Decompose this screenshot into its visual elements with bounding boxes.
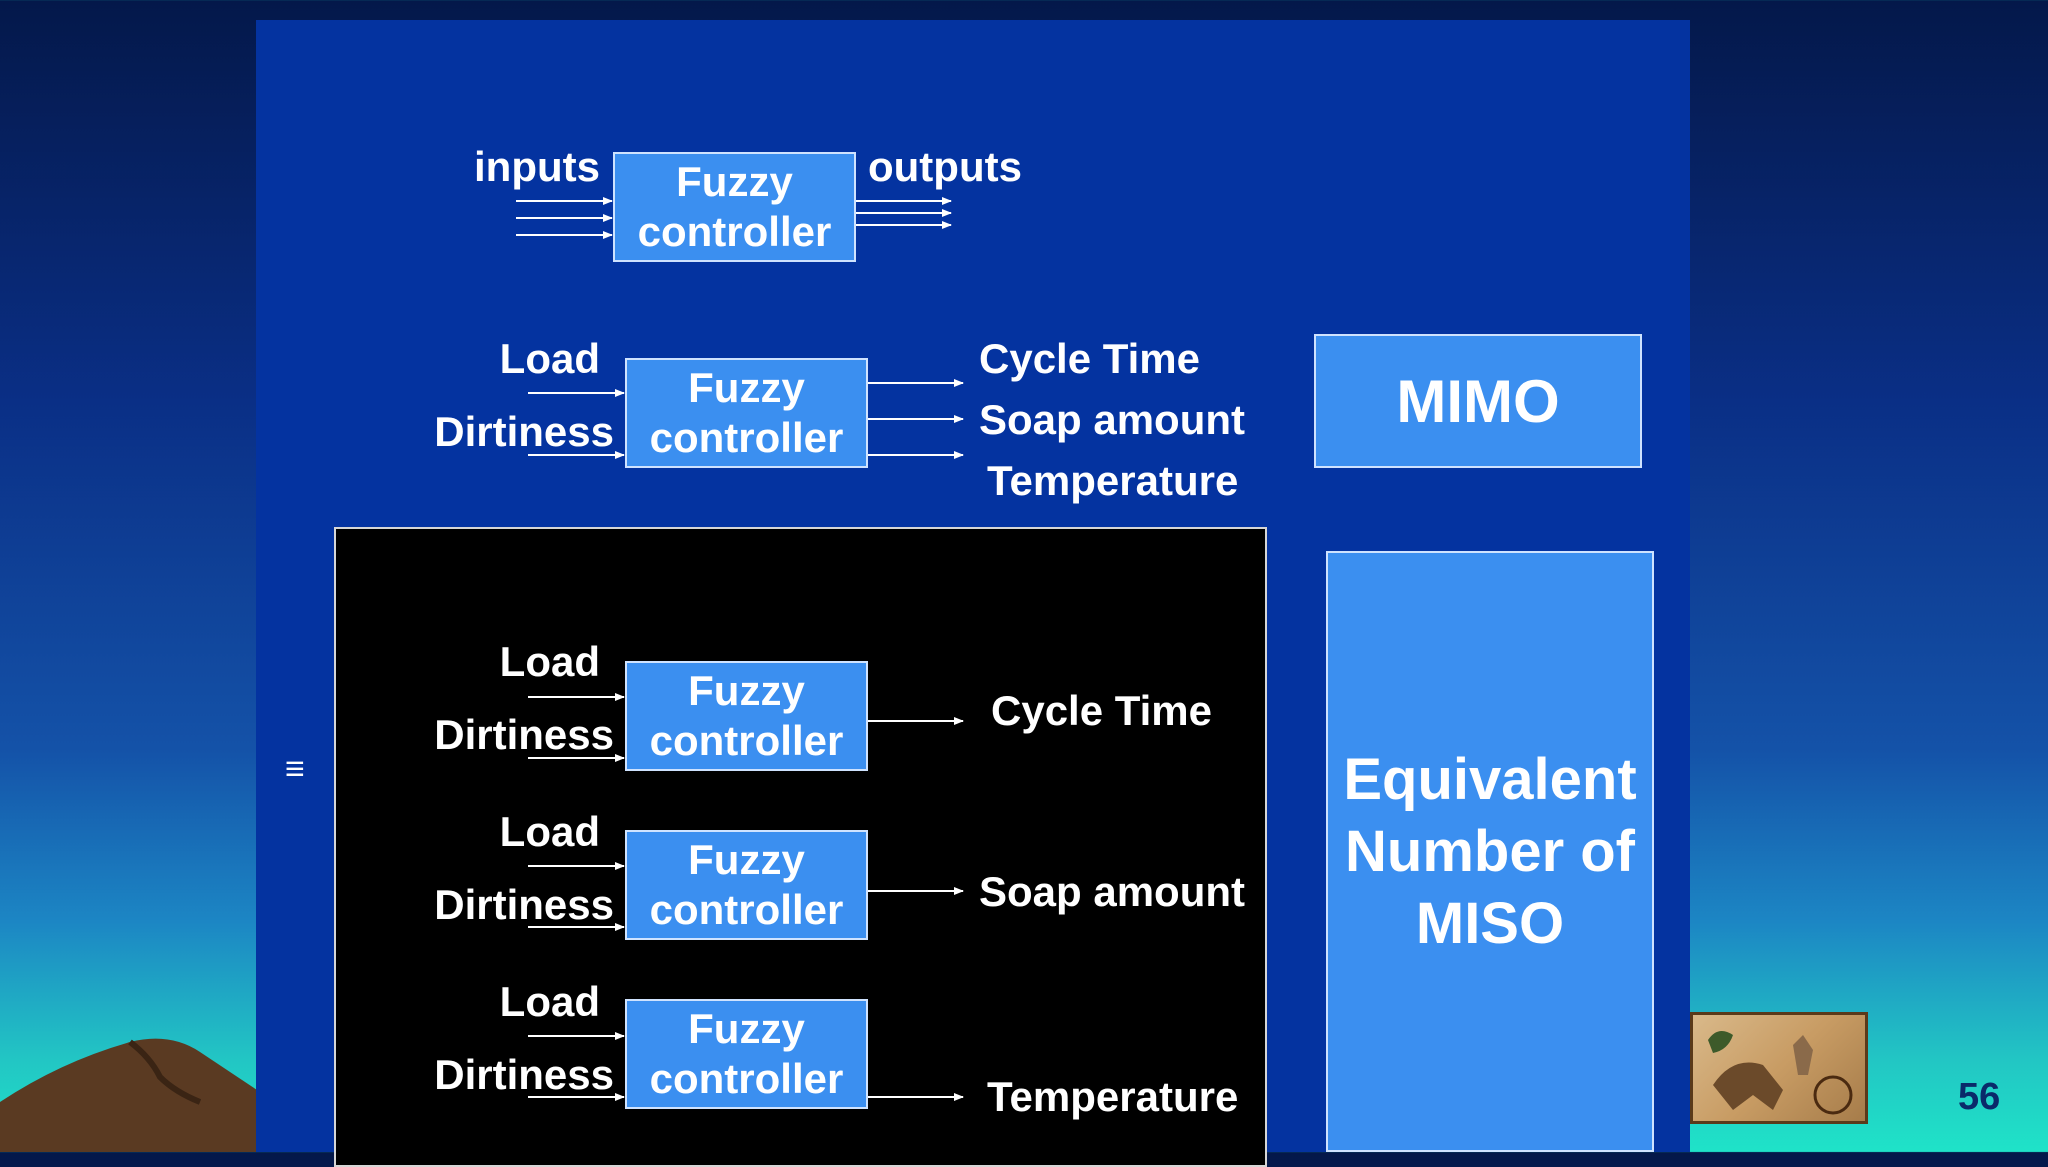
miso3-output-temperature: Temperature (987, 1073, 1239, 1120)
miso-label-box: Equivalent Number of MISO (1326, 551, 1654, 1152)
miso3-input-load: Load (499, 978, 600, 1025)
outputs-label: outputs (868, 143, 1022, 190)
miso2-fuzzy-controller: Fuzzy controller (625, 830, 868, 940)
miso3-input-dirtiness: Dirtiness (434, 1051, 614, 1098)
slide-number: 56 (1958, 1076, 2001, 1118)
mountain-decoration (0, 1038, 260, 1152)
miso1-output-cycle-time: Cycle Time (991, 687, 1213, 734)
miso2-input-load: Load (499, 808, 600, 855)
mimo-output-cycle-time: Cycle Time (979, 335, 1201, 382)
miso1-fuzzy-controller: Fuzzy controller (625, 661, 868, 771)
top-fuzzy-controller: Fuzzy controller (613, 152, 856, 262)
miso2-output-soap-amount: Soap amount (979, 868, 1246, 915)
mimo-fuzzy-controller: Fuzzy controller (625, 358, 868, 468)
mimo-output-soap-amount: Soap amount (979, 396, 1246, 443)
miso2-input-dirtiness: Dirtiness (434, 881, 614, 928)
mimo-input-load: Load (499, 335, 600, 382)
chariot-picture (1690, 1012, 1868, 1124)
mimo-input-dirtiness: Dirtiness (434, 408, 614, 455)
mimo-output-temperature: Temperature (987, 457, 1239, 504)
mimo-label-box: MIMO (1314, 334, 1642, 468)
miso3-fuzzy-controller: Fuzzy controller (625, 999, 868, 1109)
miso1-input-dirtiness: Dirtiness (434, 711, 614, 758)
chariot-drawing (1708, 1031, 1853, 1115)
miso1-input-load: Load (499, 638, 600, 685)
equivalence-symbol: ≡ (285, 750, 305, 788)
inputs-label: inputs (474, 143, 600, 190)
